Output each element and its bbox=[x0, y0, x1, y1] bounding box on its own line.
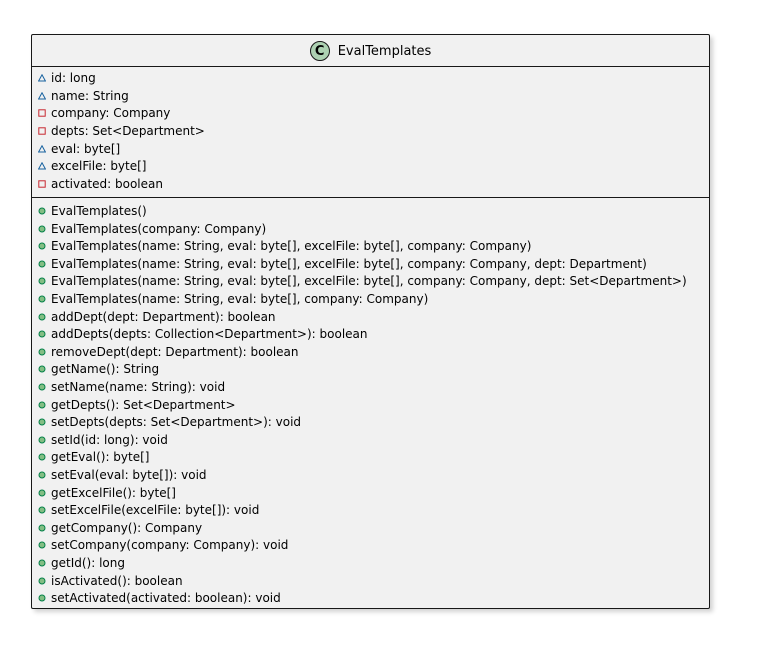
method-row: addDepts(depts: Collection<Department>):… bbox=[38, 325, 368, 343]
package-visibility-icon bbox=[38, 144, 46, 153]
method-row-text: EvalTemplates(name: String, eval: byte[]… bbox=[51, 274, 687, 289]
method-row: setName(name: String): void bbox=[38, 378, 225, 396]
method-row-text: setActivated(activated: boolean): void bbox=[51, 591, 281, 606]
field-row: activated: boolean bbox=[38, 175, 163, 193]
private-visibility-icon bbox=[38, 109, 46, 118]
method-row: getId(): long bbox=[38, 554, 125, 572]
private-visibility-icon bbox=[38, 127, 46, 135]
field-row: depts: Set<Department> bbox=[38, 122, 205, 140]
public-visibility-icon bbox=[38, 489, 46, 497]
public-visibility-icon bbox=[38, 541, 46, 549]
public-visibility-icon bbox=[38, 365, 46, 373]
method-row: setActivated(activated: boolean): void bbox=[38, 589, 281, 607]
class-box-evaltemplates: C EvalTemplates id: long name: String comp… bbox=[31, 34, 710, 609]
method-row: EvalTemplates(company: Company) bbox=[38, 220, 266, 238]
method-row-text: setEval(eval: byte[]): void bbox=[51, 467, 207, 482]
method-row: EvalTemplates(name: String, eval: byte[]… bbox=[38, 273, 687, 291]
class-stereotype-icon: C bbox=[309, 41, 330, 61]
method-row: removeDept(dept: Department): boolean bbox=[38, 343, 299, 361]
method-row: setCompany(company: Company): void bbox=[38, 537, 288, 555]
method-row: setId(id: long): void bbox=[38, 431, 168, 449]
method-row: isActivated(): boolean bbox=[38, 572, 183, 590]
method-row: getName(): String bbox=[38, 361, 159, 379]
method-row-text: setDepts(depts: Set<Department>): void bbox=[51, 415, 302, 430]
public-visibility-icon bbox=[38, 348, 46, 356]
public-visibility-icon bbox=[38, 594, 46, 602]
method-row: addDept(dept: Department): boolean bbox=[38, 308, 276, 326]
public-visibility-icon bbox=[38, 313, 46, 321]
field-row: excelFile: byte[] bbox=[38, 158, 146, 176]
field-row-text: company: Company bbox=[51, 106, 171, 121]
class-name: EvalTemplates bbox=[337, 43, 432, 59]
field-row: company: Company bbox=[38, 105, 170, 123]
method-row-text: EvalTemplates(name: String, eval: byte[]… bbox=[51, 291, 429, 306]
public-visibility-icon bbox=[38, 436, 46, 444]
method-row-text: addDept(dept: Department): boolean bbox=[51, 309, 276, 324]
public-visibility-icon bbox=[38, 277, 46, 285]
fields-compartment: id: long name: String company: Company dept… bbox=[32, 68, 709, 198]
method-row-text: addDepts(depts: Collection<Department>):… bbox=[51, 327, 368, 342]
method-row-text: setId(id: long): void bbox=[51, 432, 168, 447]
method-row: EvalTemplates(name: String, eval: byte[]… bbox=[38, 255, 647, 273]
public-visibility-icon bbox=[38, 295, 46, 303]
method-row-text: EvalTemplates(name: String, eval: byte[]… bbox=[51, 239, 532, 254]
method-row-text: setCompany(company: Company): void bbox=[51, 538, 289, 553]
public-visibility-icon bbox=[38, 524, 46, 532]
method-row-text: removeDept(dept: Department): boolean bbox=[51, 344, 299, 359]
public-visibility-icon bbox=[38, 330, 46, 338]
stereotype-letter: C bbox=[314, 43, 325, 59]
class-header-content: C EvalTemplates bbox=[32, 39, 709, 63]
public-visibility-icon bbox=[38, 577, 46, 585]
method-row-text: setExcelFile(excelFile: byte[]): void bbox=[51, 503, 260, 518]
method-row-text: getCompany(): Company bbox=[51, 520, 203, 535]
method-row: EvalTemplates(name: String, eval: byte[]… bbox=[38, 290, 428, 308]
method-row-text: getEval(): byte[] bbox=[51, 450, 150, 465]
private-visibility-icon bbox=[38, 180, 46, 188]
field-row: name: String bbox=[38, 87, 129, 105]
method-row: getEval(): byte[] bbox=[38, 449, 149, 467]
public-visibility-icon bbox=[38, 559, 46, 567]
field-row: eval: byte[] bbox=[38, 140, 120, 158]
field-row-text: activated: boolean bbox=[51, 176, 163, 191]
package-visibility-icon bbox=[38, 162, 46, 170]
public-visibility-icon bbox=[38, 207, 46, 215]
package-visibility-icon bbox=[38, 91, 46, 100]
method-row-text: getExcelFile(): byte[] bbox=[51, 485, 176, 500]
method-row-text: getId(): long bbox=[51, 555, 125, 570]
class-header: C EvalTemplates bbox=[32, 35, 709, 67]
method-row: getCompany(): Company bbox=[38, 519, 202, 537]
method-row-text: EvalTemplates() bbox=[51, 203, 147, 218]
public-visibility-icon bbox=[38, 260, 46, 268]
field-row-text: eval: byte[] bbox=[51, 141, 121, 156]
public-visibility-icon bbox=[38, 383, 46, 391]
field-row: id: long bbox=[38, 70, 96, 88]
method-row-text: EvalTemplates(company: Company) bbox=[51, 221, 267, 236]
method-row: setExcelFile(excelFile: byte[]): void bbox=[38, 501, 259, 519]
public-visibility-icon bbox=[38, 418, 46, 426]
public-visibility-icon bbox=[38, 225, 46, 233]
method-row: EvalTemplates(name: String, eval: byte[]… bbox=[38, 237, 531, 255]
field-row-text: excelFile: byte[] bbox=[51, 159, 147, 174]
public-visibility-icon bbox=[38, 506, 46, 514]
method-row-text: isActivated(): boolean bbox=[51, 573, 183, 588]
method-row: getExcelFile(): byte[] bbox=[38, 484, 176, 502]
package-visibility-icon bbox=[38, 74, 46, 82]
method-row: setDepts(depts: Set<Department>): void bbox=[38, 413, 301, 431]
public-visibility-icon bbox=[38, 453, 46, 461]
method-row-text: getName(): String bbox=[51, 362, 160, 377]
method-row-text: EvalTemplates(name: String, eval: byte[]… bbox=[51, 256, 647, 271]
method-row: EvalTemplates() bbox=[38, 202, 147, 220]
method-row: setEval(eval: byte[]): void bbox=[38, 466, 207, 484]
method-row-text: setName(name: String): void bbox=[51, 379, 226, 394]
method-row: getDepts(): Set<Department> bbox=[38, 396, 236, 414]
field-row-text: id: long bbox=[51, 71, 96, 86]
public-visibility-icon bbox=[38, 401, 46, 409]
field-row-text: depts: Set<Department> bbox=[51, 124, 205, 139]
public-visibility-icon bbox=[38, 471, 46, 479]
method-row-text: getDepts(): Set<Department> bbox=[51, 397, 236, 412]
field-row-text: name: String bbox=[51, 88, 129, 103]
public-visibility-icon bbox=[38, 242, 46, 250]
